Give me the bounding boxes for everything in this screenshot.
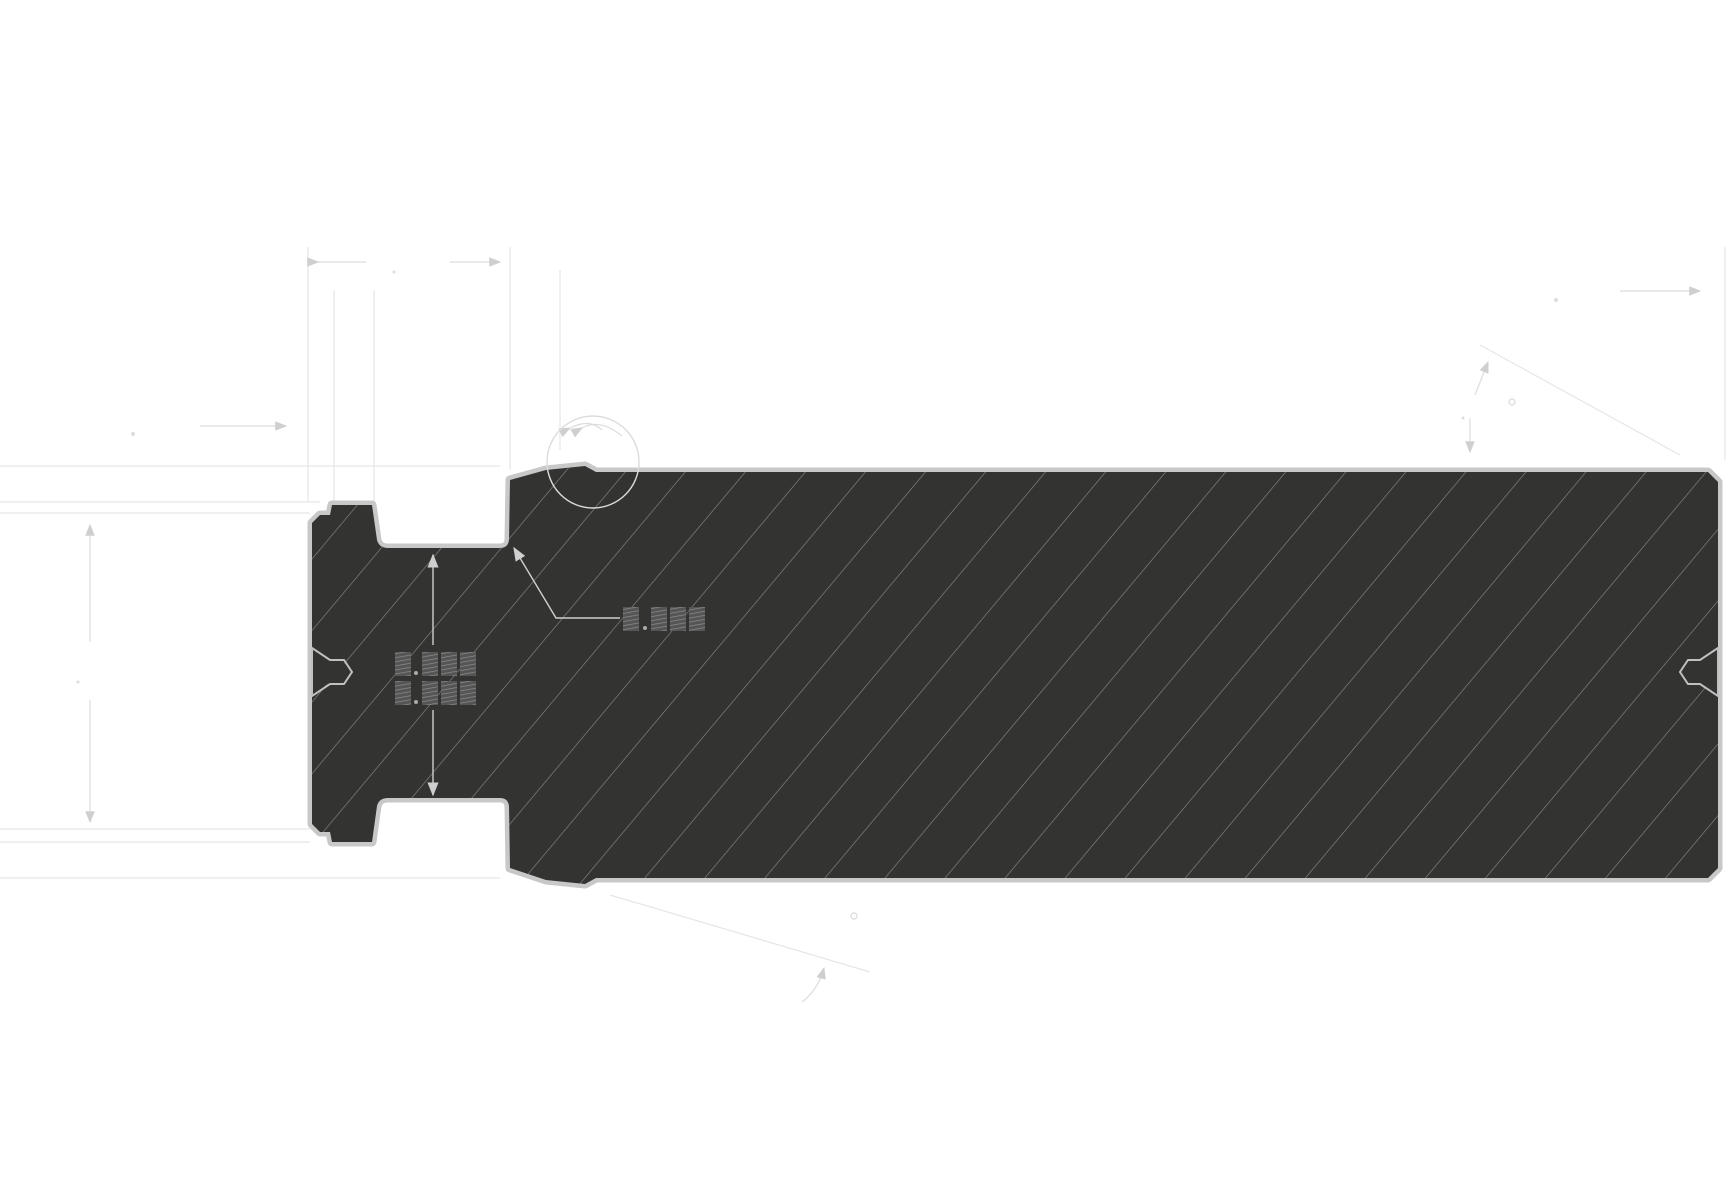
center-point-icon-left [311, 646, 354, 698]
section-body [307, 461, 1723, 889]
section-hatching [312, 466, 1718, 884]
detail-circle [546, 415, 640, 509]
construction-lines [0, 247, 1726, 973]
neck-height-value-lower [395, 681, 476, 705]
center-point-icon-right [1678, 646, 1719, 698]
construction-circles [850, 398, 1516, 920]
construction-dots [76, 270, 1558, 684]
dimension-arrows [85, 257, 1702, 1003]
neck-height-value-upper [395, 652, 476, 676]
neck-callout-value [623, 607, 705, 631]
neck-callout-leader [513, 546, 620, 619]
